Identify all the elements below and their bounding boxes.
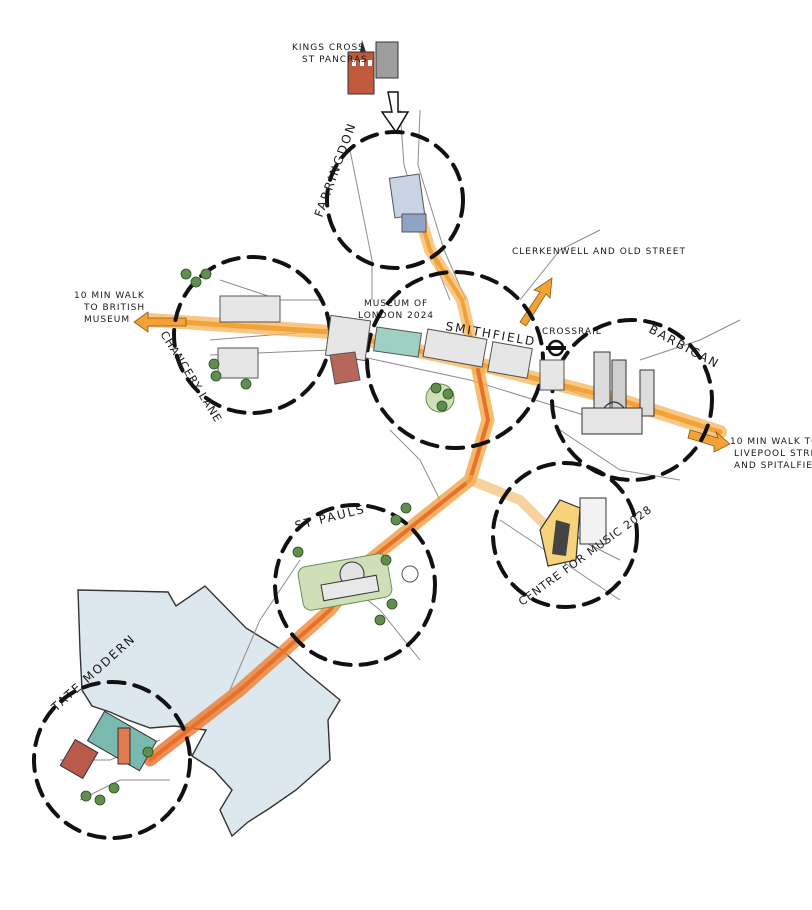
label-british-museum-1: 10 MIN WALK xyxy=(74,291,145,301)
chancery-lane-buildings xyxy=(180,268,281,390)
london-underground-roundel-icon xyxy=(546,339,566,357)
label-crossrail: CROSSRAIL xyxy=(542,327,602,337)
label-liverpool-1: 10 MIN WALK TO xyxy=(730,437,812,447)
circle-barbican xyxy=(550,318,714,482)
label-st-pauls: ST PAULS xyxy=(293,502,367,533)
barbican-towers xyxy=(581,351,655,435)
label-barbican: BARBICAN xyxy=(647,322,723,371)
label-british-museum-3: MUSEUM xyxy=(84,315,130,325)
label-museum-of-london-1: MUSEUM OF xyxy=(364,299,428,309)
circle-farringdon xyxy=(325,130,465,270)
label-kings-cross: KINGS CROSS xyxy=(292,43,365,53)
farringdon-station xyxy=(388,173,427,233)
kings-cross-building xyxy=(347,40,399,95)
label-st-pancras: ST PANCRAS xyxy=(302,55,368,65)
circle-tate-modern xyxy=(32,680,192,840)
label-museum-of-london-2: LONDON 2024 xyxy=(358,311,434,321)
label-clerkenwell: CLERKENWELL AND OLD STREET xyxy=(512,247,686,257)
label-liverpool-2: LIVEPOOL STREET xyxy=(734,449,812,459)
label-farringdon: FARRINGDON xyxy=(312,120,359,219)
smithfield-buildings xyxy=(324,314,565,413)
label-liverpool-3: AND SPITALFIELDS xyxy=(734,461,812,471)
label-british-museum-2: TO BRITISH xyxy=(83,303,145,313)
tate-modern-building xyxy=(59,710,158,806)
st-pauls-cathedral xyxy=(292,502,419,626)
circle-centre-for-music xyxy=(491,461,639,609)
neighbourhood-circles xyxy=(32,130,714,840)
circle-st-pauls xyxy=(273,503,437,667)
centre-for-music-building xyxy=(539,497,607,567)
